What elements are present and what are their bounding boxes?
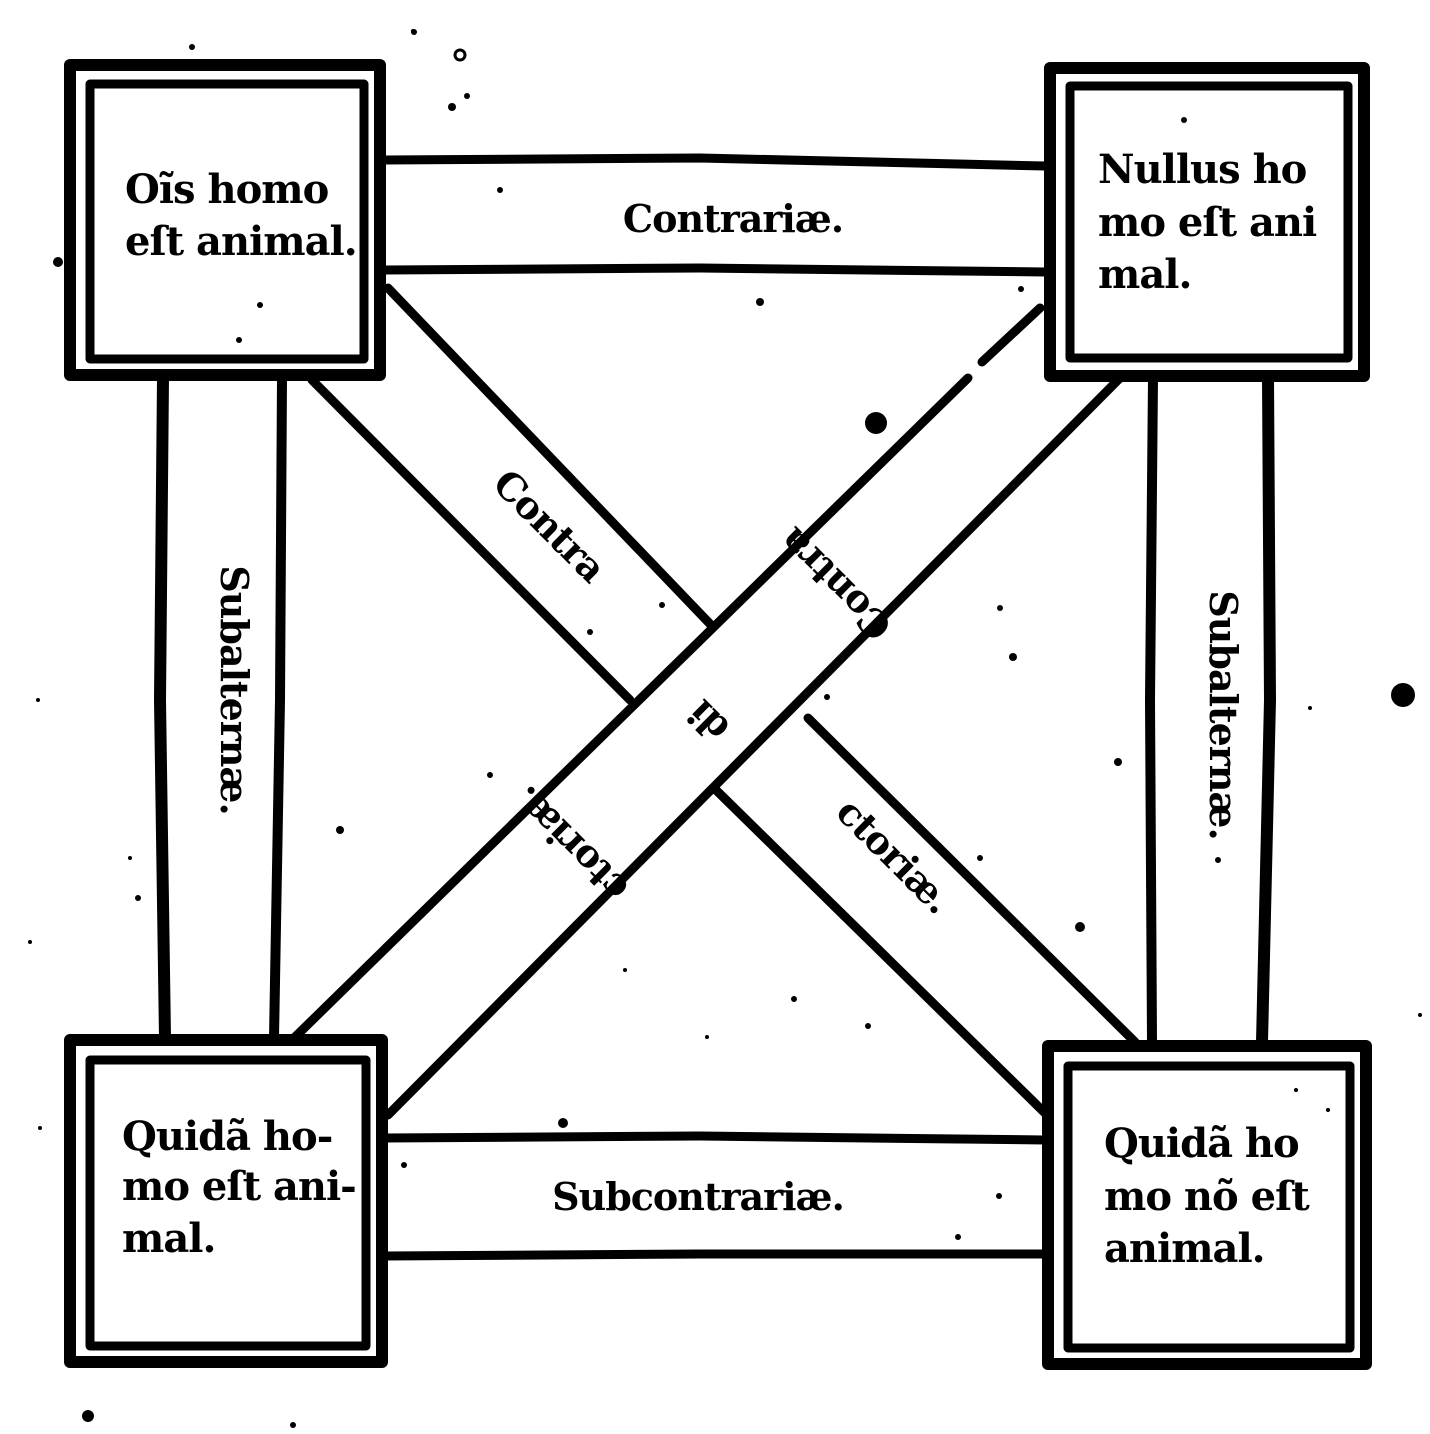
diag-tr-bl-upper-line-a [977, 303, 1045, 367]
subaltern-right-outer-line [1256, 372, 1276, 1048]
contradictory-band-tl-br: Contra ctoriæ. [307, 283, 1140, 1121]
subaltern-right-inner-line [1145, 373, 1158, 1047]
box-universal-affirmative: Oĩs homo eſt animal. [64, 59, 386, 381]
box-tl-line-2: eſt animal. [125, 218, 357, 265]
subcontrary-band-top-line [380, 1131, 1050, 1145]
diag-tr-bl-label-lower: ctoriæ. [504, 778, 637, 911]
contrary-band-top-line [380, 153, 1050, 171]
box-particular-affirmative: Quidã ho- mo eſt ani- mal. [64, 1034, 388, 1368]
box-tl-line-1: Oĩs homo [125, 166, 329, 213]
box-tr-line-3: mal. [1098, 251, 1191, 298]
subcontrary-band-bottom-line [380, 1249, 1050, 1261]
contradictory-band-tr-bl: Contra di ctoriæ. [287, 303, 1125, 1120]
contrary-band: Contrariæ. [380, 153, 1050, 277]
subaltern-left-inner-line [269, 373, 287, 1043]
subcontrary-band: Subcontrariæ. [380, 1131, 1050, 1261]
box-particular-negative: Quidã ho mo nõ eſt animal. [1042, 1040, 1372, 1370]
box-tr-line-1: Nullus ho [1098, 146, 1307, 193]
box-universal-negative: Nullus ho mo eſt ani mal. [1044, 62, 1370, 382]
subaltern-band-right: Subalternæ. [1145, 372, 1276, 1048]
subaltern-left-label: Subalternæ. [212, 565, 257, 814]
subaltern-left-outer-line [154, 372, 171, 1044]
box-br-line-1: Quidã ho [1104, 1120, 1299, 1167]
diag-tl-br-upper-line-a [383, 283, 717, 631]
box-br-line-3: animal. [1104, 1225, 1265, 1272]
subaltern-band-left: Subalternæ. [154, 372, 287, 1044]
box-bl-line-3: mal. [122, 1215, 215, 1262]
box-tr-line-2: mo eſt ani [1098, 199, 1317, 246]
diag-tr-bl-label-upper: Contra [770, 519, 901, 650]
subaltern-right-label: Subalternæ. [1201, 590, 1246, 839]
subcontrary-label: Subcontrariæ. [552, 1174, 844, 1219]
diag-tr-bl-label-middle: di [678, 691, 738, 751]
diag-tl-br-upper-line-b [803, 713, 1140, 1047]
box-bl-line-2: mo eſt ani- [122, 1163, 356, 1210]
diag-tr-bl-upper-line-b [287, 373, 973, 1045]
ink-speckles [28, 29, 1422, 1428]
box-bl-line-1: Quidã ho- [122, 1113, 332, 1160]
diag-tl-br-lower-line-a [307, 375, 635, 705]
contrary-band-bottom-line [380, 263, 1050, 277]
diag-tr-bl-lower-line [383, 373, 1125, 1120]
contrary-label: Contrariæ. [623, 196, 843, 241]
diag-tl-br-lower-line-b [711, 785, 1053, 1121]
box-br-line-2: mo nõ eſt [1104, 1173, 1310, 1220]
